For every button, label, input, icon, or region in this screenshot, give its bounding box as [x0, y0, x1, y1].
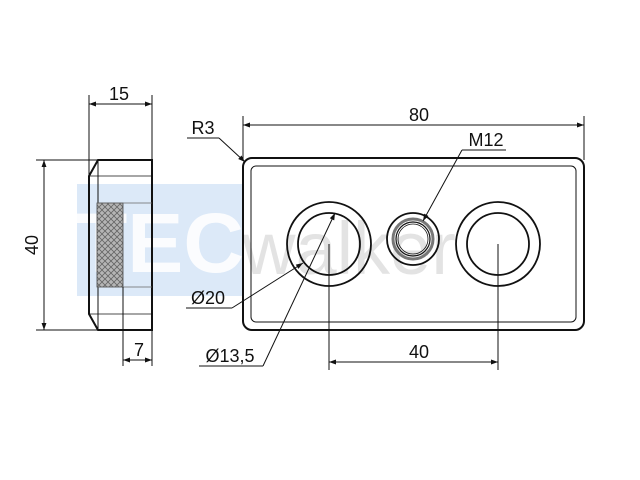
threaded-hole-thread — [391, 217, 435, 261]
front-view-dimensions — [186, 116, 585, 370]
width-dim-text: 15 — [109, 84, 129, 104]
hole-spacing-dim-text: 40 — [409, 342, 429, 362]
thread-leader — [422, 149, 463, 222]
center-threaded-hole — [386, 212, 440, 266]
thread-depth-dim-text: 7 — [134, 340, 144, 360]
inner-bore-dim-text: Ø13,5 — [205, 346, 254, 366]
thread-dim-text: M12 — [468, 130, 503, 150]
threaded-hole-inner — [395, 221, 431, 257]
outer-bore-dim-text: Ø20 — [191, 288, 225, 308]
side-view-thread — [96, 202, 124, 288]
watermark: TEC walker — [76, 184, 456, 296]
corner-radius-dim-text: R3 — [191, 118, 214, 138]
height-dim-text: 40 — [22, 235, 42, 255]
side-view-dimensions — [36, 95, 153, 366]
length-dim-text: 80 — [409, 105, 429, 125]
front-view-outer-outline — [242, 157, 585, 331]
front-view-chamfer-outline — [250, 165, 577, 323]
inner-bore-leader — [262, 212, 336, 367]
threaded-hole-outer — [386, 212, 440, 266]
outer-bore-leader — [231, 262, 304, 309]
threaded-hole-core — [397, 223, 429, 255]
radius-leader — [218, 137, 246, 163]
